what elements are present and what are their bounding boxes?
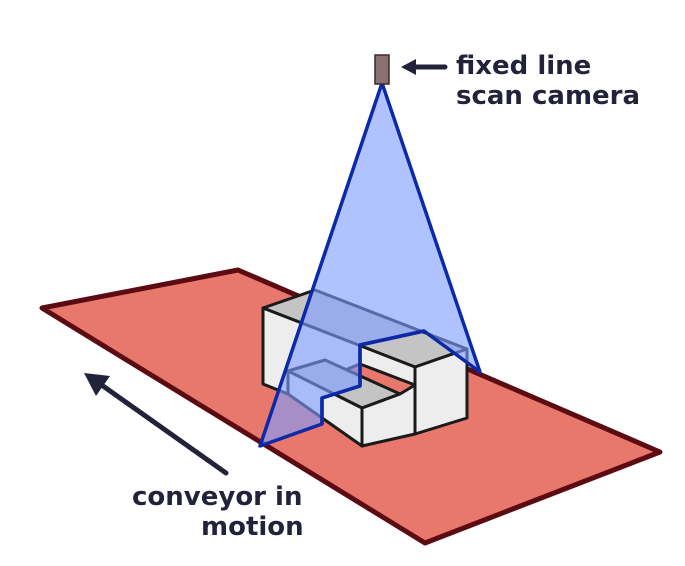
arrow-left-icon (401, 59, 448, 75)
camera-label-line-2: scan camera (456, 81, 640, 111)
conveyor-label-line-2: motion (201, 512, 304, 542)
arrow-up-left-icon (84, 373, 229, 476)
object-lower-front (360, 383, 417, 448)
conveyor-label-line-1: conveyor in (132, 482, 302, 512)
scan-line (320, 329, 425, 424)
camera-icon (374, 54, 390, 85)
camera-label-line-1: fixed line (456, 51, 591, 81)
